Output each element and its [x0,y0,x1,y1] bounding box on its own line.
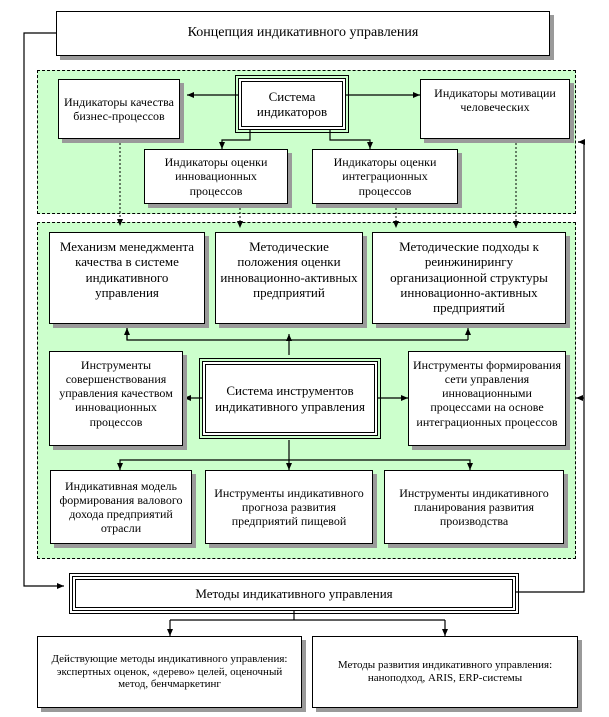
indicators-system-box: Система индикаторов [235,75,349,133]
methods-box: Методы индикативного управления [69,573,519,614]
planning-tools-box: Инструменты индикативного планирования р… [384,470,564,544]
tools-improvement-box: Инструменты совершенствования управления… [49,351,183,446]
mechanism-box: Механизм менеджмента качества в системе … [49,232,205,324]
development-methods-box: Методы развития индикативного управления… [312,636,578,708]
indicators-integration-box: Индикаторы оценки интеграционных процесс… [312,149,458,204]
model-gross-box: Индикативная модель формирования валовог… [50,470,192,544]
tools-network-box: Инструменты формирования сети управления… [408,351,566,446]
forecast-tools-box: Инструменты индикативного прогноза разви… [205,470,373,544]
method-positions-box: Методические положения оценки инновацион… [215,232,363,324]
tools-system-box: Система инструментов индикативного управ… [199,358,381,439]
method-approaches-box: Методические подходы к реинжинирингу орг… [372,232,566,324]
indicators-innovation-box: Индикаторы оценки инновационных процессо… [144,149,288,204]
indicators-motivation-box: Индикаторы мотивации человеческих [420,79,570,139]
concept-box: Концепция индикативного управления [56,11,550,56]
indicators-business-box: Индикаторы качества бизнес-процессов [58,79,180,139]
current-methods-box: Действующие методы индикативного управле… [37,636,302,708]
